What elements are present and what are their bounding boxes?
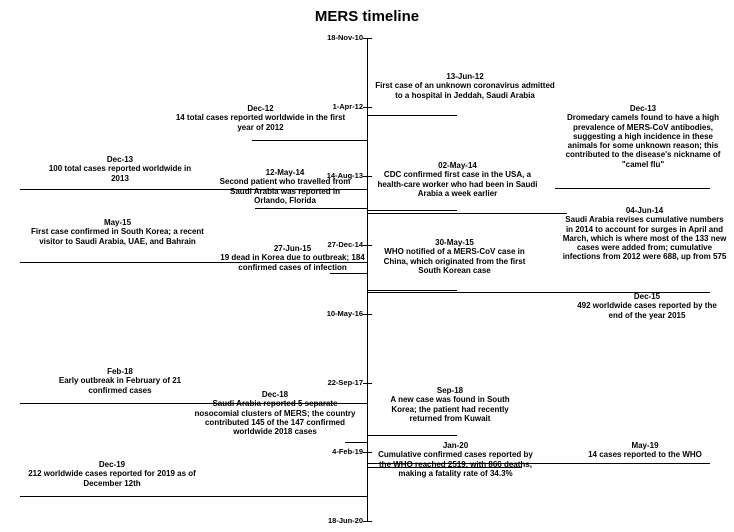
event-connector <box>20 189 367 190</box>
chart-title: MERS timeline <box>314 8 420 25</box>
event-date: Jan-20 <box>442 441 469 450</box>
axis-tick <box>363 176 372 177</box>
event-text: 492 worldwide cases reported by the end … <box>577 301 717 320</box>
event-connector <box>20 496 367 497</box>
event-date: Dec-15 <box>633 292 661 301</box>
timeline-event: Dec-15 492 worldwide cases reported by t… <box>572 292 722 320</box>
event-text: 212 worldwide cases reported for 2019 as… <box>28 469 196 488</box>
axis-tick <box>363 245 372 246</box>
event-connector <box>367 463 710 464</box>
timeline-axis <box>367 38 368 522</box>
timeline-event: Dec-13 100 total cases reported worldwid… <box>40 155 200 183</box>
event-connector <box>367 213 567 214</box>
timeline-event: Feb-18 Early outbreak in February of 21 … <box>40 367 200 395</box>
event-text: 14 total cases reported worldwide in the… <box>175 113 346 132</box>
event-connector <box>330 273 367 274</box>
event-text: 100 total cases reported worldwide in 20… <box>48 164 192 183</box>
event-text: Cumulative confirmed cases reported by t… <box>378 450 533 478</box>
timeline-event: 27-Jun-15 19 dead in Korea due to outbre… <box>215 244 370 272</box>
timeline-event: Dec-13 Dromedary camels found to have a … <box>564 104 722 169</box>
timeline-event: Dec-18 Saudi Arabia reported 5 separate … <box>190 390 360 436</box>
event-connector <box>345 442 367 443</box>
timeline-event: Dec-12 14 total cases reported worldwide… <box>168 104 353 132</box>
event-connector <box>367 292 710 293</box>
event-date: Sep-18 <box>436 386 464 395</box>
event-date: Dec-19 <box>98 460 126 469</box>
event-text: Saudi Arabia reported 5 separate nosocom… <box>194 399 356 437</box>
event-connector <box>367 290 457 291</box>
event-connector <box>20 403 367 404</box>
event-text: WHO notified of a MERS-CoV case in China… <box>383 247 526 275</box>
event-connector <box>367 467 522 468</box>
event-connector <box>20 262 367 263</box>
event-date: 02-May-14 <box>438 161 477 170</box>
event-date: 12-May-14 <box>265 168 305 177</box>
event-date: May-15 <box>103 218 132 227</box>
timeline-event: Jan-20 Cumulative confirmed cases report… <box>378 441 533 478</box>
timeline-event: 30-May-15 WHO notified of a MERS-CoV cas… <box>372 238 537 275</box>
axis-tick-label: 22-Sep-17 <box>327 378 363 387</box>
event-connector <box>367 115 457 116</box>
event-date: 13-Jun-12 <box>446 72 484 81</box>
event-connector <box>367 210 457 211</box>
event-date: Dec-12 <box>247 104 274 113</box>
timeline-event: May-15 First case confirmed in South Kor… <box>20 218 215 246</box>
event-date: Dec-13 <box>106 155 134 164</box>
axis-tick-label: 14-Aug-13 <box>326 171 363 180</box>
timeline-event: May-19 14 cases reported to the WHO <box>560 441 730 460</box>
event-text: 14 cases reported to the WHO <box>588 450 702 460</box>
event-text: A new case was found in South Korea; the… <box>390 395 510 423</box>
event-text: 19 dead in Korea due to outbreak; 184 co… <box>220 253 365 272</box>
axis-tick <box>363 38 372 39</box>
event-date: Dec-13 <box>629 104 657 113</box>
timeline-event: 02-May-14 CDC confirmed first case in th… <box>375 161 540 198</box>
event-date: May-19 <box>631 441 659 450</box>
axis-tick-label: 1-Apr-12 <box>332 102 363 111</box>
timeline-event: 13-Jun-12 First case of an unknown coron… <box>375 72 555 100</box>
axis-tick <box>363 521 372 522</box>
event-date: Feb-18 <box>107 367 133 376</box>
axis-tick <box>363 107 372 108</box>
axis-tick <box>363 383 372 384</box>
event-text: CDC confirmed first case in the USA, a h… <box>377 170 538 198</box>
event-connector <box>252 140 367 141</box>
axis-tick-label: 18-Nov-10 <box>327 33 363 42</box>
event-date: 27-Jun-15 <box>273 244 312 253</box>
event-text: Early outbreak in February of 21 confirm… <box>58 376 182 395</box>
timeline-event: Sep-18 A new case was found in South Kor… <box>380 386 520 423</box>
event-text: First case of an unknown coronavirus adm… <box>375 81 555 100</box>
axis-tick <box>363 452 372 453</box>
event-date: Dec-18 <box>261 390 289 399</box>
event-text: Saudi Arabia revises cumulative numbers … <box>562 215 727 262</box>
event-connector <box>367 435 457 436</box>
event-text: Dromedary camels found to have a high pr… <box>565 113 721 169</box>
axis-tick-label: 18-Jun-20 <box>327 516 363 525</box>
event-text: First case confirmed in South Korea; a r… <box>31 227 204 246</box>
axis-tick <box>363 314 372 315</box>
event-date: 30-May-15 <box>435 238 474 247</box>
event-date: 04-Jun-14 <box>625 206 664 215</box>
event-connector <box>555 188 710 189</box>
axis-tick-label: 27-Dec-14 <box>327 240 363 249</box>
event-text: Second patient who travelled from Saudi … <box>219 177 351 205</box>
timeline-event: 12-May-14 Second patient who travelled f… <box>215 168 355 205</box>
event-connector <box>255 208 367 209</box>
timeline-event: Dec-19 212 worldwide cases reported for … <box>22 460 202 488</box>
axis-tick-label: 10-May-16 <box>326 309 363 318</box>
timeline-event: 04-Jun-14 Saudi Arabia revises cumulativ… <box>562 206 727 262</box>
axis-tick-label: 4-Feb-19 <box>332 447 363 456</box>
